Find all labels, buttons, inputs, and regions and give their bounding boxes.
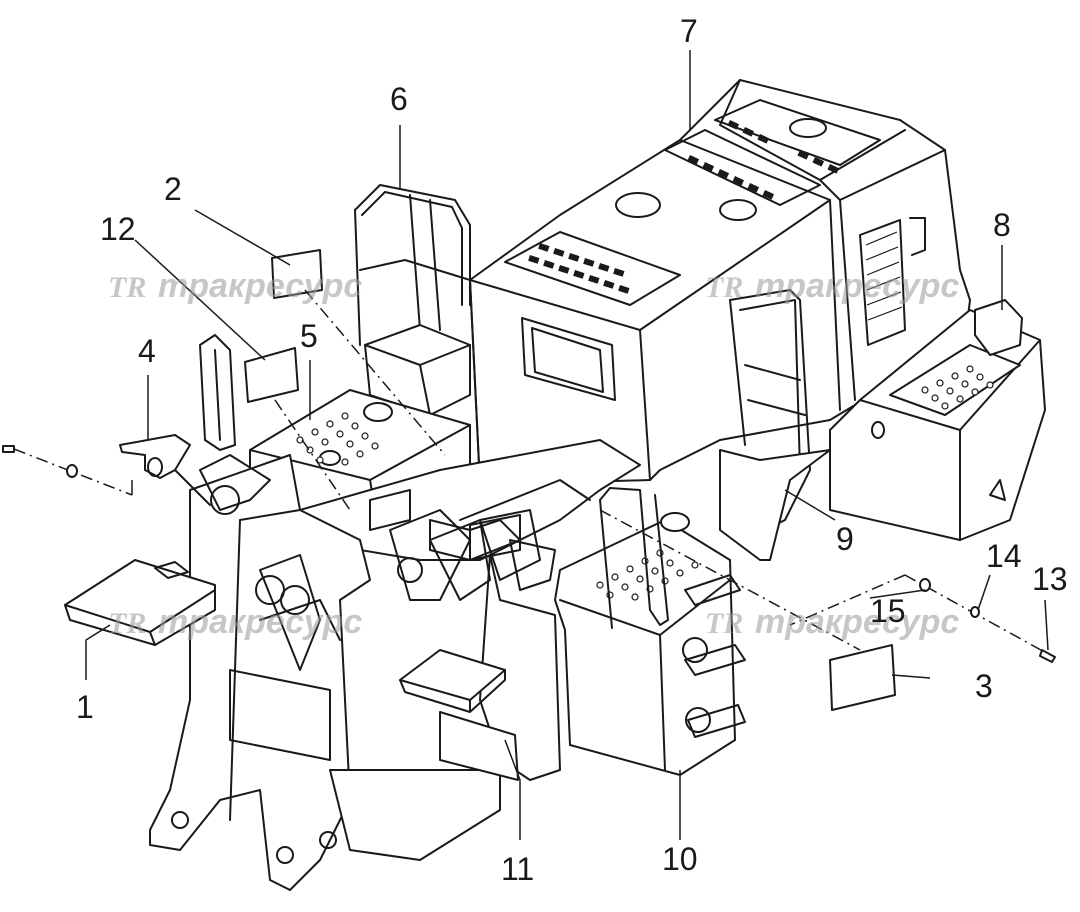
front-loader-frame	[149, 454, 556, 891]
svg-text:TR: TR	[108, 607, 146, 640]
svg-text:тракресурс: тракресурс	[755, 603, 959, 641]
center-step	[399, 649, 519, 781]
callout-6: 6	[390, 81, 408, 117]
engine-hood	[469, 79, 971, 486]
left-fastener-explode	[2, 445, 133, 496]
svg-text:тракресурс: тракресурс	[158, 603, 362, 641]
left-front-handrail	[199, 334, 236, 451]
callout-1: 1	[76, 689, 94, 725]
callout-5: 5	[300, 318, 318, 354]
tank-grip-holes	[296, 412, 379, 466]
decal-12	[244, 347, 299, 403]
watermark-2: TR тракресурс	[705, 267, 959, 305]
mount-bracket	[119, 434, 211, 506]
svg-text:TR: TR	[705, 271, 743, 304]
right-tank	[554, 487, 746, 776]
callout-3: 3	[975, 668, 993, 704]
left-seat-handrail	[354, 184, 471, 416]
hood-vent-slots	[528, 120, 840, 294]
svg-text:тракресурс: тракресурс	[755, 267, 959, 305]
left-step	[64, 559, 216, 646]
decal-3	[829, 644, 896, 711]
right-fender-toolbox	[829, 299, 1046, 541]
callout-7: 7	[680, 13, 698, 49]
callout-2: 2	[164, 171, 182, 207]
right-handrail	[729, 289, 811, 526]
watermark-1: TR тракресурс	[108, 267, 362, 305]
svg-text:TR: TR	[108, 271, 146, 304]
callout-9: 9	[836, 521, 854, 557]
callout-12: 12	[100, 211, 136, 247]
callout-10: 10	[662, 841, 698, 877]
watermark-3: TR тракресурс	[108, 603, 362, 641]
callout-4: 4	[138, 333, 156, 369]
callout-15: 15	[870, 593, 906, 629]
fender-grip-holes	[921, 365, 994, 410]
leader-lines	[85, 50, 1049, 840]
callout-8: 8	[993, 207, 1011, 243]
svg-text:тракресурс: тракресурс	[158, 267, 362, 305]
right-step-plate	[719, 449, 831, 561]
watermark-4: TR тракресурс	[705, 603, 959, 641]
callout-13: 13	[1032, 561, 1068, 597]
svg-text:TR: TR	[705, 607, 743, 640]
callout-14: 14	[986, 538, 1022, 574]
callout-11: 11	[501, 851, 534, 887]
decal-2	[271, 249, 323, 299]
right-fastener-explode	[599, 509, 1056, 663]
